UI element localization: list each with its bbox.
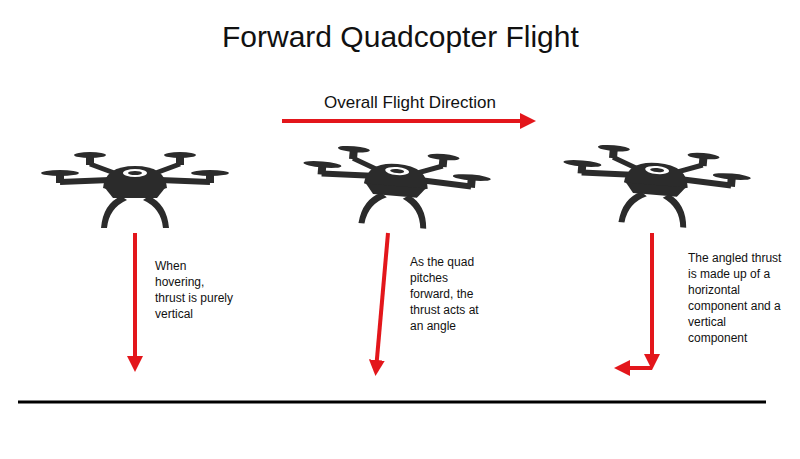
thrust-note: The angled thrust is made up of a horizo… (688, 250, 784, 346)
thrust-note: When hovering, thrust is purely vertical (155, 258, 237, 322)
ground-line (18, 401, 766, 404)
direction-label: Overall Flight Direction (324, 93, 496, 113)
quadcopter (559, 141, 753, 233)
direction-arrow (282, 119, 530, 123)
horizontal-component-arrow (620, 366, 652, 370)
diagram-title: Forward Quadcopter Flight (222, 20, 579, 54)
quadcopter (41, 152, 229, 228)
quadcopter (299, 142, 493, 234)
vertical-component-arrow (650, 233, 654, 364)
thrust-arrow (133, 233, 137, 366)
thrust-arrow (376, 233, 388, 370)
thrust-note: As the quad pitches forward, the thrust … (410, 254, 484, 334)
